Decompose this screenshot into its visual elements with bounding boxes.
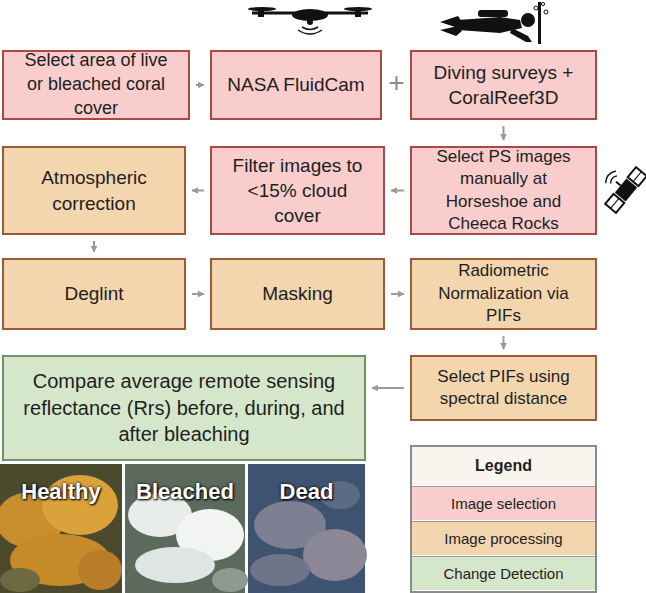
flow-arrow xyxy=(391,190,404,192)
plus-sign: + xyxy=(383,66,410,100)
node-text: NASA FluidCam xyxy=(227,72,364,97)
node-text: Atmospheric correction xyxy=(14,165,174,215)
flow-arrow xyxy=(503,336,505,349)
dead-coral-photo xyxy=(248,464,367,593)
flow-arrow xyxy=(503,126,505,140)
node-text: Radiometric Normalization via PIFs xyxy=(422,260,585,327)
node-text: Masking xyxy=(262,281,333,306)
diver-icon xyxy=(440,2,548,44)
photo-caption: Dead xyxy=(248,476,365,508)
photo-caption: Bleached xyxy=(125,476,245,508)
flow-arrow xyxy=(192,293,204,295)
process-box: Deglint xyxy=(2,258,186,330)
node-text: Filter images to <15% cloud cover xyxy=(222,153,373,228)
process-box: Masking xyxy=(210,258,385,330)
process-box: Diving surveys + CoralReef3D xyxy=(410,50,597,120)
flow-arrow xyxy=(196,84,204,86)
process-box: Select PS images manually at Horseshoe a… xyxy=(410,146,597,235)
healthy-coral-photo xyxy=(0,464,122,593)
legend-entry: Image processing xyxy=(412,521,595,555)
flow-arrow xyxy=(372,387,404,389)
node-text: Select PIFs using spectral distance xyxy=(422,366,585,411)
process-box: Filter images to <15% cloud cover xyxy=(210,146,385,235)
photo-caption: Healthy xyxy=(0,476,122,508)
node-text: Deglint xyxy=(64,281,123,306)
node-text: Select PS images manually at Horseshoe a… xyxy=(422,146,585,236)
node-text: Diving surveys + CoralReef3D xyxy=(422,60,585,110)
drone-icon xyxy=(248,7,372,34)
legend-title: Legend xyxy=(412,447,595,485)
flow-arrow xyxy=(93,241,95,252)
process-box: NASA FluidCam xyxy=(210,50,382,120)
node-text: Compare average remote sensing reflectan… xyxy=(14,368,354,447)
legend-entry: Image selection xyxy=(412,486,595,520)
result-box: Compare average remote sensing reflectan… xyxy=(2,355,366,461)
legend-text: Image processing xyxy=(412,522,595,555)
legend-entry: Change Detection xyxy=(412,556,595,590)
node-text: Select area of live or bleached coral co… xyxy=(14,49,178,120)
flow-arrow xyxy=(391,293,404,295)
process-box: Radiometric Normalization via PIFs xyxy=(410,258,597,330)
process-box: Select area of live or bleached coral co… xyxy=(2,50,190,120)
process-box: Select PIFs using spectral distance xyxy=(410,355,597,421)
flow-arrow xyxy=(192,190,204,192)
legend-text: Change Detection xyxy=(412,557,595,590)
satellite-icon xyxy=(593,157,646,213)
process-box: Atmospheric correction xyxy=(2,146,186,235)
bleached-coral-photo xyxy=(125,464,248,593)
legend-text: Image selection xyxy=(412,487,595,520)
